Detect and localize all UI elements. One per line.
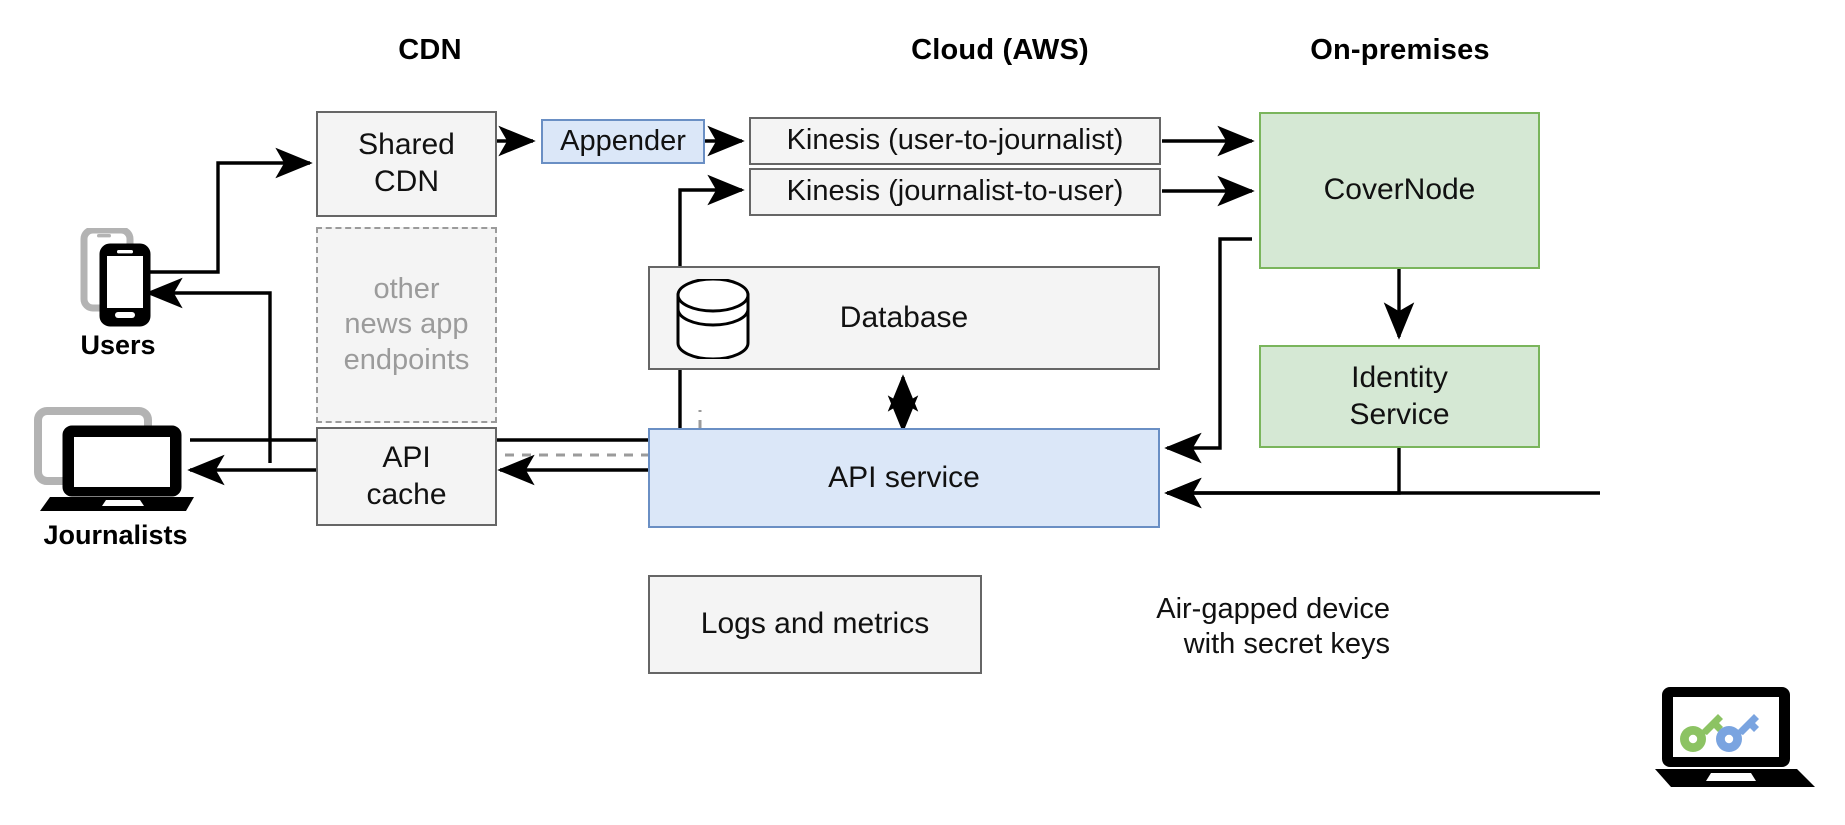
node-logs-and-metrics[interactable]: Logs and metrics (648, 575, 982, 674)
laptop-with-keys-icon (1655, 685, 1820, 789)
node-api-cache[interactable]: API cache (316, 427, 497, 526)
database-cylinder-icon (672, 277, 754, 361)
zone-title-cdn: CDN (398, 34, 462, 66)
actor-label-journalists: Journalists (43, 520, 188, 550)
actor-label-users: Users (80, 330, 156, 360)
laptops-icon (28, 405, 198, 515)
zone-title-onpremises: On-premises (1310, 34, 1490, 66)
zone-title-cloud: Cloud (AWS) (911, 34, 1089, 66)
node-kinesis-journalist-to-user[interactable]: Kinesis (journalist-to-user) (749, 168, 1161, 216)
node-identity-service[interactable]: Identity Service (1259, 345, 1540, 448)
edge-covernode-to-api-service (1164, 237, 1252, 464)
node-appender[interactable]: Appender (541, 119, 705, 164)
node-covernode[interactable]: CoverNode (1259, 112, 1540, 269)
node-other-news-app-endpoints[interactable]: other news app endpoints (316, 227, 497, 423)
node-api-service[interactable]: API service (648, 428, 1160, 528)
mobile-phones-icon (78, 226, 158, 328)
node-shared-cdn[interactable]: Shared CDN (316, 111, 497, 217)
key-icon-green (1680, 714, 1723, 752)
node-kinesis-user-to-journalist[interactable]: Kinesis (user-to-journalist) (749, 117, 1161, 165)
airgapped-device-caption: Air-gapped device with secret keys (1156, 593, 1390, 660)
key-icon-blue (1716, 714, 1759, 752)
edge-identity-service-to-api-service (1164, 448, 1401, 509)
edge-users-to-shared-cdn (148, 147, 313, 274)
